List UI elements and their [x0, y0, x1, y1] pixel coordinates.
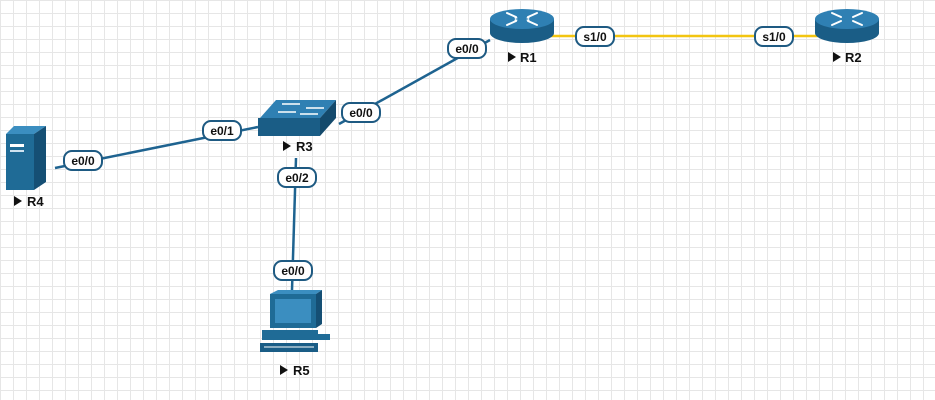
svg-text:e0/1: e0/1 — [210, 124, 234, 138]
port-label-r3-e0-2[interactable]: e0/2 — [277, 167, 317, 188]
router-icon — [490, 9, 554, 43]
node-r1[interactable]: R1 — [490, 9, 554, 65]
port-label-r3-e0-0[interactable]: e0/0 — [341, 102, 381, 123]
play-icon — [280, 365, 288, 375]
node-r2[interactable]: R2 — [815, 9, 879, 65]
node-label: R1 — [520, 50, 537, 65]
pc-icon — [260, 290, 330, 352]
play-icon — [283, 141, 291, 151]
node-label: R4 — [27, 194, 44, 209]
router-icon — [815, 9, 879, 43]
port-label-r1-s1-0[interactable]: s1/0 — [575, 26, 615, 47]
svg-text:e0/0: e0/0 — [349, 106, 373, 120]
node-r4[interactable]: R4 — [6, 126, 46, 209]
svg-text:e0/0: e0/0 — [71, 154, 95, 168]
port-label-r5-e0-0[interactable]: e0/0 — [273, 260, 313, 281]
svg-text:s1/0: s1/0 — [583, 30, 607, 44]
svg-text:e0/0: e0/0 — [281, 264, 305, 278]
node-label: R5 — [293, 363, 310, 378]
server-icon — [6, 126, 46, 190]
port-label-r1-e0-0[interactable]: e0/0 — [447, 38, 487, 59]
port-label-r2-s1-0[interactable]: s1/0 — [754, 26, 794, 47]
node-r3[interactable]: R3 — [258, 100, 336, 154]
play-icon — [833, 52, 841, 62]
node-label: R3 — [296, 139, 313, 154]
node-r5[interactable]: R5 — [260, 290, 330, 378]
svg-text:s1/0: s1/0 — [762, 30, 786, 44]
port-label-r3-e0-1[interactable]: e0/1 — [202, 120, 242, 141]
svg-text:e0/0: e0/0 — [455, 42, 479, 56]
play-icon — [508, 52, 516, 62]
play-icon — [14, 196, 22, 206]
node-label: R2 — [845, 50, 862, 65]
svg-text:e0/2: e0/2 — [285, 171, 309, 185]
switch-icon — [258, 100, 336, 136]
port-label-r4-e0-0[interactable]: e0/0 — [63, 150, 103, 171]
